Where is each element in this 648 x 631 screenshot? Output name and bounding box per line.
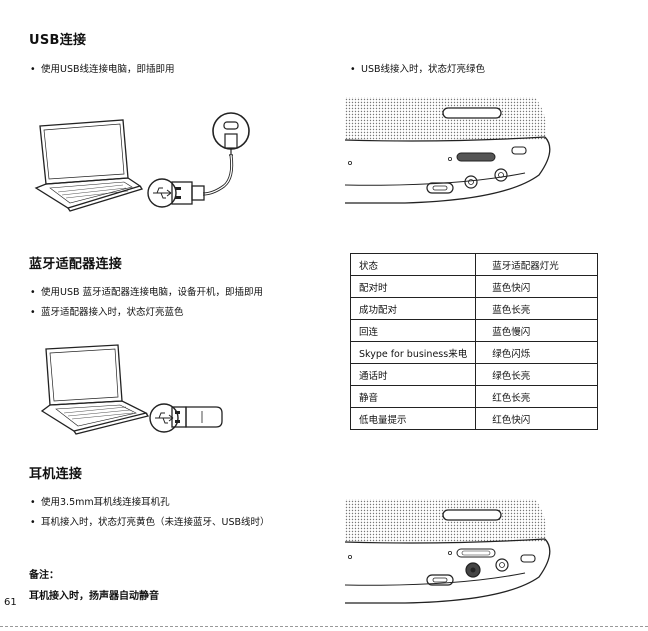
status-led [457, 549, 495, 557]
usb-port-icon [521, 555, 535, 562]
led-status-table: 状态 蓝牙适配器灯光 配对时 蓝色快闪 成功配对 蓝色长亮 回连 蓝色慢闪 Sk… [350, 253, 598, 430]
earphone-heading: 耳机连接 [29, 463, 82, 482]
table-cell-light: 蓝色慢闪 [476, 320, 598, 342]
speaker-grille [345, 97, 546, 140]
page-number: 61 [4, 597, 17, 608]
table-cell-light: 红色长亮 [476, 386, 598, 408]
earphone-bullet-1: 使用3.5mm耳机线连接耳机孔 [29, 497, 170, 509]
table-cell-light: 绿色长亮 [476, 364, 598, 386]
speaker-top-slot [443, 510, 501, 520]
note-text: 耳机接入时，扬声器自动静音 [29, 587, 159, 602]
table-header-cell: 蓝牙适配器灯光 [476, 254, 598, 276]
bt-adapter-icon [150, 404, 222, 432]
table-row: 低电量提示 红色快闪 [351, 408, 598, 430]
laptop-icon [42, 345, 148, 434]
table-header-cell: 状态 [351, 254, 476, 276]
speaker-top-slot [443, 108, 501, 118]
table-cell-light: 蓝色长亮 [476, 298, 598, 320]
speaker-device-earphone-illustration [345, 497, 560, 605]
table-row: 回连 蓝色慢闪 [351, 320, 598, 342]
usb-bullet-1: 使用USB线连接电脑，即插即用 [29, 64, 175, 76]
earphone-bullet-2: 耳机接入时，状态灯亮黄色（未连接蓝牙、USB线时） [29, 517, 270, 529]
laptop-bt-adapter-illustration [38, 343, 238, 438]
usb-bullet-right: USB线接入时，状态灯亮绿色 [349, 64, 485, 76]
table-row: 通话时 绿色长亮 [351, 364, 598, 386]
table-cell-light: 蓝色快闪 [476, 276, 598, 298]
status-led-green [457, 153, 495, 161]
table-row: 成功配对 蓝色长亮 [351, 298, 598, 320]
table-row: 静音 红色长亮 [351, 386, 598, 408]
laptop-icon [36, 120, 142, 211]
earphone-jack-icon [465, 176, 477, 188]
bt-bullet-2: 蓝牙适配器接入时，状态灯亮蓝色 [29, 307, 184, 319]
usb-port-icon [512, 147, 526, 154]
table-cell-state: Skype for business来电 [351, 342, 476, 364]
table-cell-state: 通话时 [351, 364, 476, 386]
bottom-dashed-rule [0, 626, 648, 627]
table-row: 配对时 蓝色快闪 [351, 276, 598, 298]
laptop-usb-cable-illustration [28, 108, 248, 218]
table-cell-state: 静音 [351, 386, 476, 408]
bt-heading: 蓝牙适配器连接 [29, 253, 122, 272]
table-cell-state: 配对时 [351, 276, 476, 298]
power-button [427, 183, 453, 193]
table-header-row: 状态 蓝牙适配器灯光 [351, 254, 598, 276]
table-cell-state: 成功配对 [351, 298, 476, 320]
table-cell-state: 低电量提示 [351, 408, 476, 430]
bt-bullet-1: 使用USB 蓝牙适配器连接电脑，设备开机，即插即用 [29, 287, 263, 299]
table-cell-light: 红色快闪 [476, 408, 598, 430]
note-label: 备注： [29, 566, 59, 581]
usb-heading: USB连接 [29, 29, 86, 48]
usb-c-plug-icon [203, 113, 249, 194]
table-cell-state: 回连 [351, 320, 476, 342]
table-cell-light: 绿色闪烁 [476, 342, 598, 364]
speaker-device-usb-illustration [345, 95, 560, 205]
table-row: Skype for business来电 绿色闪烁 [351, 342, 598, 364]
speaker-grille [345, 499, 546, 542]
usb-a-plug-icon [148, 179, 204, 207]
